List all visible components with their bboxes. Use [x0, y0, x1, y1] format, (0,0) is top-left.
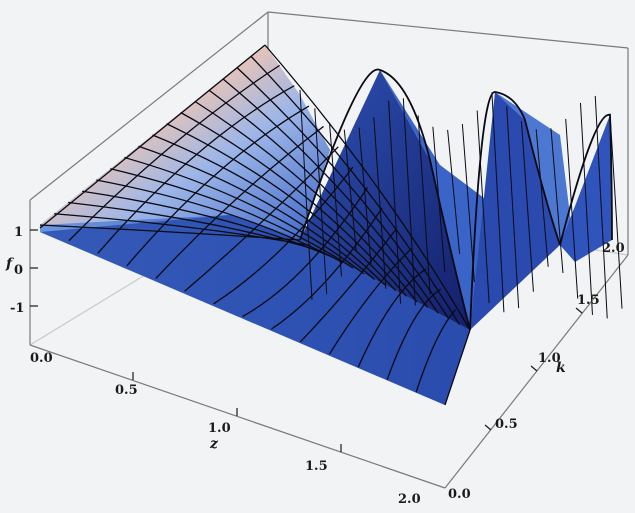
mesh-line [343, 129, 357, 251]
mesh-line [358, 127, 372, 265]
mesh-line [264, 44, 471, 331]
mesh-line [386, 288, 442, 380]
right-axis-ticks: 0.0 0.5 1.0 1.5 2.0 k [448, 241, 625, 502]
mesh-line [417, 115, 431, 294]
mesh-line [166, 123, 397, 292]
vertical-axis-ticks: 1 0 -1 f [5, 225, 24, 316]
mesh-line [213, 166, 354, 305]
rtick-3: 1.5 [577, 293, 600, 308]
mesh-line [609, 113, 623, 309]
ftick-4: 2.0 [398, 492, 421, 507]
rtick-0: 0.0 [448, 487, 471, 502]
mesh-line [299, 89, 313, 301]
ftick-0: 0.0 [30, 351, 53, 366]
vtick-1: 1 [14, 225, 23, 240]
mesh-line [314, 108, 328, 295]
ftick-2: 1.0 [208, 421, 231, 436]
mesh-line [388, 100, 402, 304]
mesh-line [447, 129, 461, 255]
ftick-3: 1.5 [305, 459, 328, 474]
surface-mesh [39, 44, 623, 406]
mesh-line [236, 67, 450, 320]
mesh-line [208, 89, 429, 308]
mesh-line [184, 146, 339, 292]
rtick-2: 1.0 [538, 351, 561, 366]
z-axis-label: f [5, 256, 15, 272]
mesh-line [444, 329, 471, 406]
mesh-line [476, 110, 490, 303]
vtick-0: 0 [14, 263, 23, 278]
mesh-line [271, 207, 383, 330]
rtick-4: 2.0 [602, 241, 625, 256]
mesh-line [180, 111, 407, 297]
mesh-line [565, 118, 579, 299]
mesh-line [402, 98, 416, 306]
mesh-line [506, 106, 520, 309]
mesh-line [415, 309, 456, 393]
mesh-line [329, 122, 343, 277]
mesh-line [491, 92, 505, 313]
mesh-line [535, 129, 549, 267]
mesh-line [68, 64, 280, 242]
mesh-line [594, 95, 608, 319]
mesh-line [550, 128, 564, 274]
mesh-line [68, 201, 322, 252]
x-axis-label: z [209, 436, 219, 452]
vtick-minus1: -1 [10, 301, 24, 316]
mesh-line [520, 121, 534, 292]
mesh-line [124, 156, 365, 275]
mesh-line [39, 44, 266, 229]
rtick-1: 0.5 [495, 417, 518, 432]
mesh-line [110, 168, 354, 269]
mesh-line [328, 248, 412, 355]
mesh-line [82, 190, 333, 258]
mesh-line [138, 145, 375, 280]
axis-tick-marks [30, 229, 583, 452]
mesh-line [97, 85, 295, 254]
mesh-line [469, 91, 561, 331]
mesh-line [579, 102, 593, 315]
front-axis-ticks: 0.0 0.5 1.0 1.5 2.0 z [30, 351, 421, 507]
mesh-line [222, 78, 439, 314]
mesh-line [299, 68, 471, 331]
mesh-line [96, 179, 343, 264]
mesh-line [250, 55, 460, 325]
mesh-line [299, 227, 398, 343]
mesh-line [461, 123, 475, 283]
mesh-line [126, 105, 310, 267]
mesh-line [152, 134, 386, 286]
ftick-1: 0.5 [115, 383, 138, 398]
mesh-line [357, 268, 427, 368]
y-axis-label: k [556, 360, 566, 376]
mesh-line [373, 117, 387, 289]
mesh-line [432, 126, 446, 273]
